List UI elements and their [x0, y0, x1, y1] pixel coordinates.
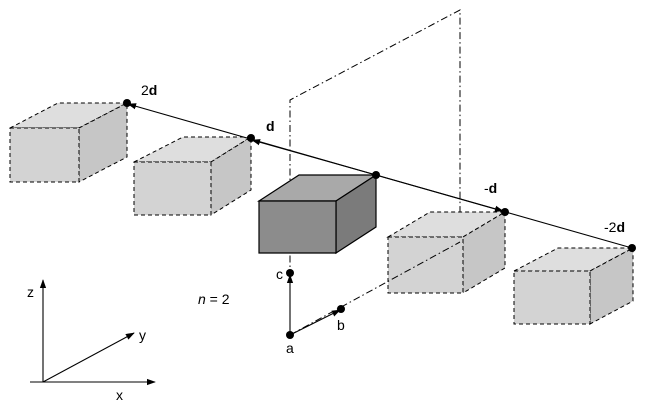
point-origin-corner	[372, 171, 380, 179]
axis-z-label: z	[27, 284, 34, 300]
label-minus-d: -d	[484, 180, 497, 196]
point-a	[286, 331, 294, 339]
label-a: a	[286, 340, 294, 356]
label-2d: 2d	[141, 82, 157, 98]
label-b: b	[337, 317, 345, 333]
ghost-box-minus-2d	[513, 247, 634, 325]
arrow-to-minus-d	[375, 174, 504, 212]
coordinate-axes: z x y	[27, 279, 156, 403]
point-d	[247, 134, 255, 142]
point-c	[286, 269, 294, 277]
ghost-box-2d	[9, 102, 128, 183]
axis-y-label: y	[139, 327, 146, 343]
plane-outline-front	[289, 241, 461, 336]
point-2d	[123, 99, 131, 107]
label-minus-2d: -2d	[604, 219, 625, 235]
arrow-to-d	[251, 139, 377, 176]
point-b	[337, 305, 345, 313]
axis-y-line	[42, 332, 135, 383]
arrow-a-to-b	[289, 309, 341, 336]
label-n-equals: n = 2	[198, 291, 230, 307]
label-c: c	[276, 266, 283, 282]
point-minus-d	[501, 208, 509, 216]
ghost-box-1d	[133, 136, 253, 216]
ghost-box-minus-1d	[386, 211, 507, 294]
axis-x-label: x	[116, 387, 123, 403]
solid-box-origin	[256, 173, 379, 255]
point-minus-2d	[628, 244, 636, 252]
label-d: d	[266, 118, 275, 134]
